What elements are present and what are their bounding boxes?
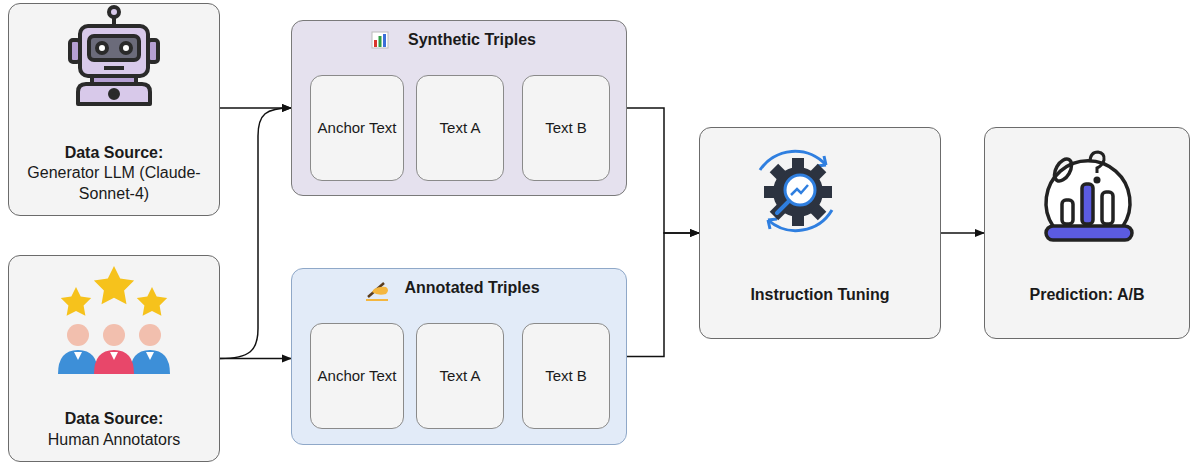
node-title: Synthetic Triples — [382, 31, 536, 49]
source-box: Data Source:Human Annotators — [8, 255, 220, 462]
triple-item-box: Anchor Text — [310, 75, 404, 181]
node-title: Text A — [440, 364, 481, 388]
node-title: Data Source: — [65, 409, 164, 430]
output-box: Prediction: A/B — [984, 127, 1190, 339]
node-title: Text A — [440, 116, 481, 140]
process-box: Instruction Tuning — [699, 127, 941, 339]
triple-item-box: Text A — [416, 323, 504, 429]
node-title: Instruction Tuning — [750, 285, 889, 306]
triple-panel: Annotated TriplesAnchor Text Text A Text B — [291, 268, 627, 445]
triple-item-box: Anchor Text — [310, 323, 404, 429]
triple-item-box: Text B — [522, 75, 610, 181]
node-title: Anchor Text — [318, 116, 397, 140]
triple-item-box: Text B — [522, 323, 610, 429]
node-title: Text B — [545, 364, 587, 388]
source-box: Data Source:Generator LLM (Claude-Sonnet… — [8, 3, 220, 216]
node-title: Data Source: — [65, 143, 164, 164]
node-title: Anchor Text — [318, 364, 397, 388]
flow-arrow — [627, 233, 699, 357]
flow-arrow — [220, 358, 291, 360]
triple-panel: Synthetic TriplesAnchor Text Text A Text B — [291, 20, 627, 196]
node-title: Text B — [545, 116, 587, 140]
node-title: Annotated Triples — [378, 279, 539, 297]
flow-arrow — [941, 232, 984, 234]
node-body: Human Annotators — [48, 430, 181, 451]
flow-arrow — [220, 108, 291, 359]
triple-item-box: Text A — [416, 75, 504, 181]
flow-arrow — [627, 108, 699, 233]
node-body: Generator LLM (Claude-Sonnet-4) — [19, 163, 209, 205]
node-title: Prediction: A/B — [1030, 285, 1145, 306]
